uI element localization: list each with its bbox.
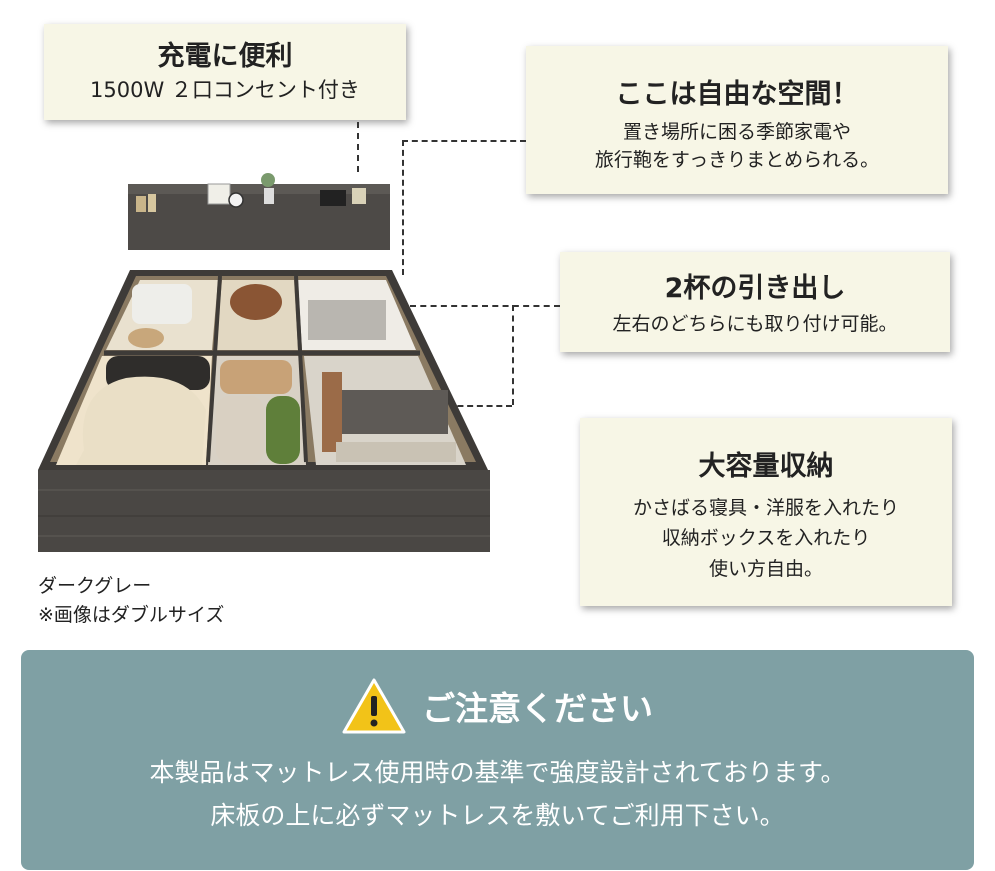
notice-header: ご注意ください [21, 678, 974, 734]
callout-space-line2: 旅行鞄をすっきりまとめられる。 [594, 148, 880, 171]
callout-power-body: 1500W ２口コンセント付き [90, 78, 360, 102]
notice-line2: 床板の上に必ずマットレスを敷いてご利用下さい。 [210, 800, 785, 830]
callout-storage-line2: 収納ボックスを入れたり [661, 527, 871, 550]
leader-power [357, 122, 359, 172]
notice-title: ご注意ください [422, 689, 653, 728]
callout-space: ここは自由な空間！ 置き場所に困る季節家電や 旅行鞄をすっきりまとめられる。 [526, 46, 948, 194]
callout-power-title: 充電に便利 [157, 41, 293, 72]
notice-panel: ご注意ください 本製品はマットレス使用時の基準で強度設計されております。 床板の… [21, 650, 974, 870]
leader-space-v [402, 140, 404, 275]
leader-space-h [402, 140, 526, 142]
callout-drawers: 2杯の引き出し 左右のどちらにも取り付け可能。 [560, 252, 950, 352]
notice-line1: 本製品はマットレス使用時の基準で強度設計されております。 [149, 758, 846, 787]
color-name: ダークグレー [38, 575, 152, 597]
product-caption: ダークグレー ※画像はダブルサイズ [38, 572, 224, 629]
callout-storage-line1: かさばる寝具・洋服を入れたり [632, 497, 899, 519]
leader-drawers-h [410, 305, 560, 307]
callout-power: 充電に便利 1500W ２口コンセント付き [44, 24, 406, 120]
bed-illustration [38, 173, 490, 552]
callout-storage-line3: 使い方自由。 [708, 557, 823, 580]
callout-drawers-title: 2杯の引き出し [664, 273, 846, 304]
leader-drawers-v [512, 305, 514, 405]
notice-body: 本製品はマットレス使用時の基準で強度設計されております。 床板の上に必ずマットレ… [21, 752, 974, 837]
callout-storage-title: 大容量収納 [698, 451, 834, 482]
callout-drawers-body: 左右のどちらにも取り付け可能。 [612, 313, 898, 335]
warning-icon [342, 678, 406, 734]
leader-drawers-h2 [438, 405, 512, 407]
size-note: ※画像はダブルサイズ [38, 603, 225, 626]
callout-space-title: ここは自由な空間！ [615, 79, 859, 110]
callout-storage: 大容量収納 かさばる寝具・洋服を入れたり 収納ボックスを入れたり 使い方自由。 [580, 418, 952, 606]
callout-space-line1: 置き場所に困る季節家電や [622, 121, 851, 143]
